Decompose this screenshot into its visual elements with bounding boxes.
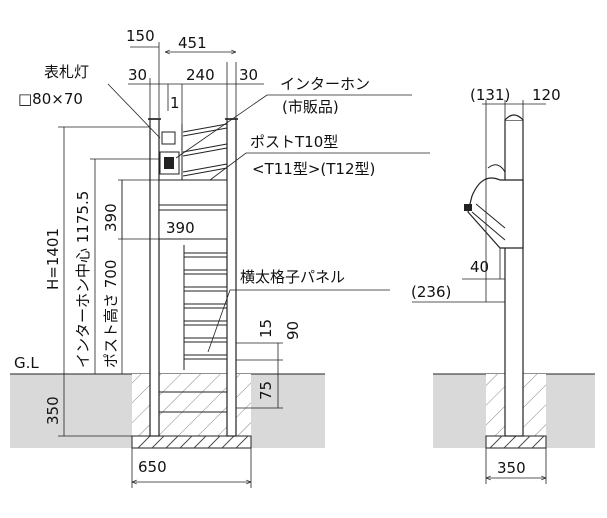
post-height-label: ポスト高さ 700 [102,260,120,368]
gl-label: G.L [14,354,39,372]
post-box-hinge [464,204,472,211]
post-t10-label: ポストT10型 [250,133,338,151]
dim-1: 1 [170,94,180,112]
nameplate-light-label: 表札灯 [44,63,89,81]
intercom-note: (市販品) [282,98,339,116]
dim-390-vertical: 390 [102,203,120,232]
base-slab-hatch-side [489,435,545,449]
dim-350-depth: 350 [44,396,62,425]
leader-intercom [175,94,412,159]
lattice-panel-label: 横太格子パネル [240,268,345,286]
leader-post [209,152,430,181]
dim-451: 451 [178,34,207,52]
post-box-flap [471,211,506,241]
dim-150: 150 [126,27,155,45]
base-slab-hatch-front [137,435,249,449]
dim-75: 75 [257,381,275,400]
left-post [149,118,160,437]
nameplate-light [161,131,176,145]
dim-650: 650 [138,458,167,476]
dim-350-base: 350 [497,459,526,477]
dim-120: 120 [532,86,561,104]
post-box-side [467,177,524,249]
lower-lattice-slats [183,245,228,370]
dim-40: 40 [470,258,489,276]
side-post [504,119,524,437]
dim-15: 15 [257,319,275,338]
leader-lattice [207,289,390,353]
dim-30-left: 30 [128,66,147,84]
dim-30-right: 30 [239,66,258,84]
base-slab-front [131,435,252,449]
base-slab-side [485,435,547,449]
dim-390-horizontal: 390 [166,219,195,237]
intercom-label: インターホン [280,75,370,93]
dim-240: 240 [186,66,215,84]
side-post-cap [504,114,524,121]
post-box-hood [487,164,506,173]
height-label: H=1401 [44,228,62,290]
buried-post-lines [159,391,227,413]
dim-90: 90 [284,321,302,340]
dim-236: (236) [411,283,451,301]
intercom-center-label: インターホン中心 1175.5 [74,191,92,368]
post-variants-label: <T11型>(T12型) [252,160,375,178]
leader-nameplate [107,83,161,139]
upper-lattice-slats [182,123,228,177]
intercom-screen [164,157,174,169]
post-box-flap-2 [475,203,506,229]
nameplate-light-size: □80×70 [18,90,83,108]
dim-131: (131) [470,86,510,104]
